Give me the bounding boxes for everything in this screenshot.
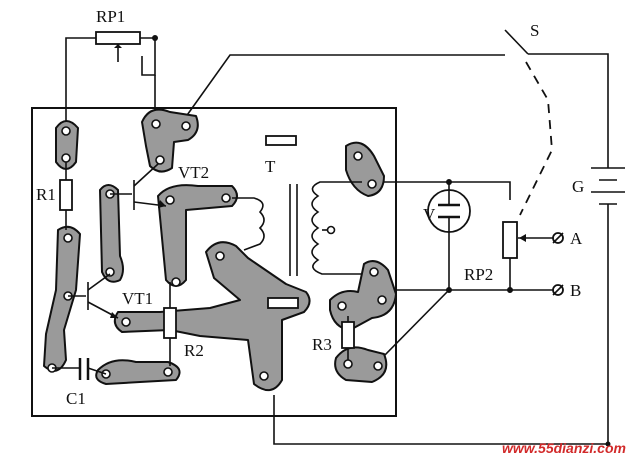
label-r1: R1	[36, 185, 56, 204]
label-rp1: RP1	[96, 7, 125, 26]
junction-dots	[152, 35, 611, 447]
label-g: G	[572, 177, 584, 196]
label-vt1: VT1	[122, 289, 153, 308]
label-r2: R2	[184, 341, 204, 360]
solder-holes	[47, 119, 387, 381]
label-rp2: RP2	[464, 265, 493, 284]
label-vt2: VT2	[178, 163, 209, 182]
r2-resistor	[163, 282, 177, 366]
label-r3: R3	[312, 335, 332, 354]
label-t: T	[265, 157, 276, 176]
vt2-transistor	[110, 163, 167, 210]
neon-lamp-v	[427, 189, 471, 233]
center-resistor	[267, 297, 299, 309]
terminal-a	[552, 232, 564, 244]
terminal-b	[552, 284, 564, 296]
label-a: A	[570, 229, 583, 248]
external-wiring	[65, 29, 625, 445]
rp2-potentiometer	[502, 221, 526, 259]
c1-capacitor	[52, 358, 107, 380]
label-s: S	[530, 21, 539, 40]
label-c1: C1	[66, 389, 86, 408]
rp1-potentiometer	[95, 31, 141, 62]
r3-resistor	[341, 316, 355, 360]
watermark-text: www.55dianzi.com	[502, 440, 626, 456]
label-v: V	[423, 205, 436, 224]
pcb-board	[31, 107, 397, 417]
label-b: B	[570, 281, 581, 300]
r1-resistor	[59, 162, 73, 230]
transformer-t	[232, 135, 362, 276]
vt1-transistor	[68, 273, 119, 319]
